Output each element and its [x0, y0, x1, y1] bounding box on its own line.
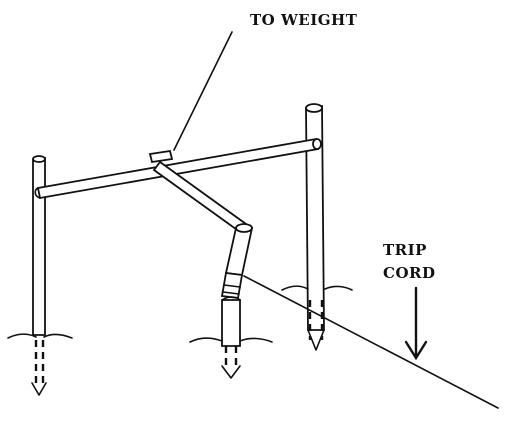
- center-stake: [189, 223, 273, 379]
- trigger-stick: [152, 160, 248, 234]
- crossbar: [34, 137, 322, 200]
- right-post: [281, 103, 353, 351]
- trigger-notch: [148, 149, 174, 164]
- trip-cord-label-line2: CORD: [383, 264, 435, 282]
- left-post: [7, 155, 73, 396]
- to-weight-label: TO WEIGHT: [250, 11, 358, 29]
- weight-line: [173, 31, 233, 151]
- trip-cord-arrow: [404, 286, 428, 361]
- trip-cord-label-line1: TRIP: [383, 241, 427, 259]
- trip-cord-line: [243, 275, 499, 409]
